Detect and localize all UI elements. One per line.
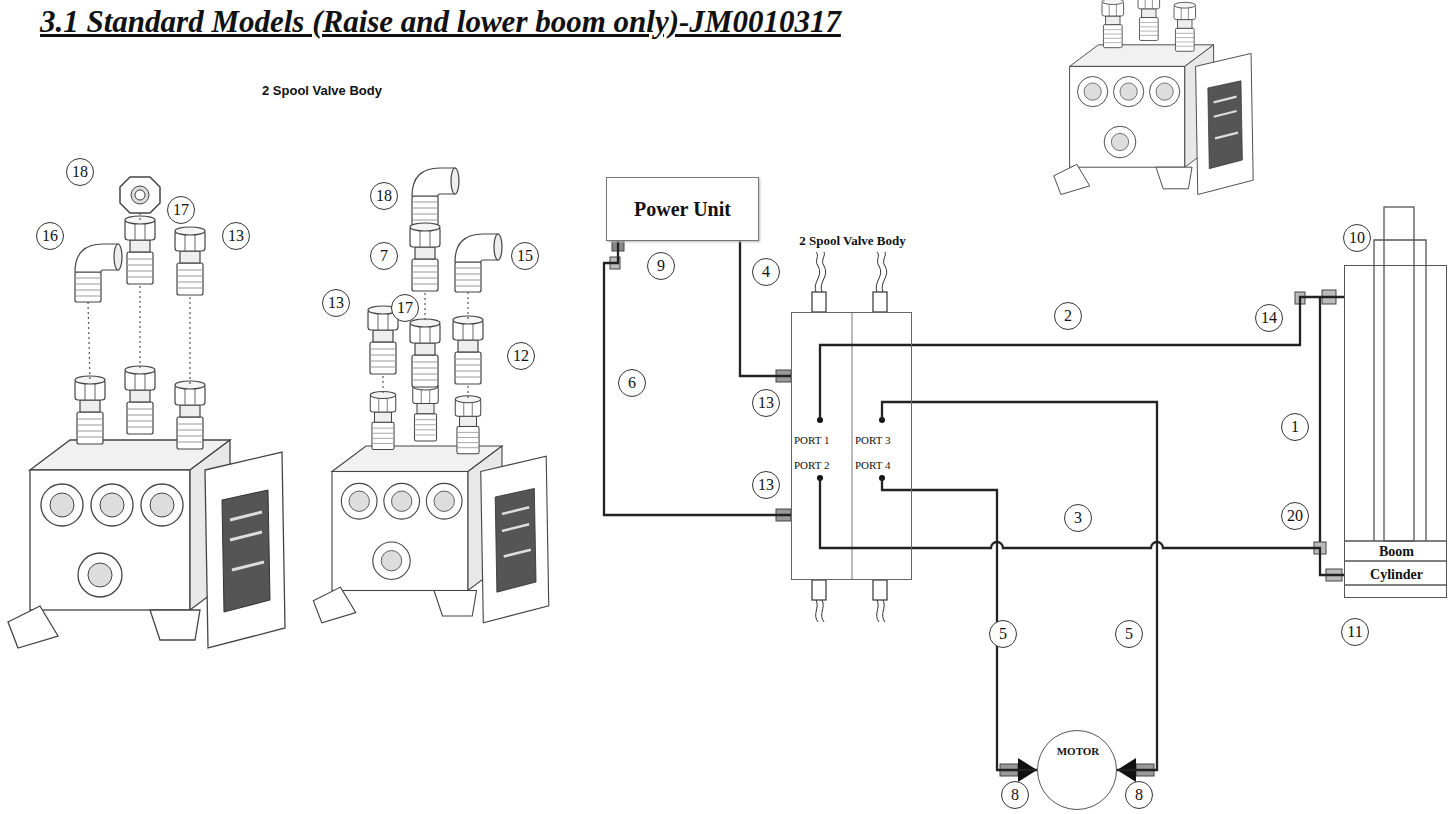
callout-number: 4 — [752, 258, 780, 286]
schematic-details-part — [1344, 541, 1447, 585]
schematic-details-part — [1384, 207, 1414, 541]
callout-number: 12 — [507, 342, 535, 370]
callout-number: 17 — [167, 196, 195, 224]
callout-number: 15 — [511, 242, 539, 270]
schematic-details-part — [1374, 240, 1426, 541]
boom-cylinder: BoomCylinder — [1344, 265, 1447, 598]
left-valve-illustration-part — [175, 227, 205, 295]
middle-valve-illustration-part — [410, 319, 440, 387]
hydraulic-line — [882, 402, 1157, 770]
callout-number: 13 — [752, 389, 780, 417]
middle-valve-illustration-part — [453, 316, 483, 384]
page-title: 3.1 Standard Models (Raise and lower boo… — [40, 4, 841, 40]
left-valve-illustration — [8, 177, 285, 648]
schematic-details — [610, 207, 1447, 782]
left-valve-illustration-part — [88, 213, 190, 385]
callout-number: 9 — [647, 252, 675, 280]
callout-number: 18 — [66, 158, 94, 186]
hydraulic-line — [740, 241, 791, 376]
node-label: Boom — [1379, 544, 1414, 560]
callout-number: 1 — [1281, 413, 1309, 441]
motor-circle: MOTOR — [1037, 730, 1117, 810]
middle-valve-illustration-part — [412, 168, 459, 226]
valve-body-box: 2 Spool Valve BodyPORT 1PORT 3PORT 2PORT… — [791, 312, 912, 580]
assembled-valve-illustration — [1054, 0, 1253, 195]
middle-valve-illustration-part — [313, 383, 548, 623]
node-label: PORT 2 — [794, 457, 830, 473]
schematic-details-part — [815, 252, 820, 292]
schematic-details-part — [883, 600, 885, 622]
node-label: PORT 1 — [794, 432, 830, 448]
schematic-details-part — [876, 252, 881, 292]
callout-number: 11 — [1341, 618, 1369, 646]
node-label: MOTOR — [1057, 743, 1100, 759]
hydraulic-line — [882, 478, 1037, 770]
power-unit-box: Power Unit — [606, 177, 759, 241]
schematic-details-part — [812, 292, 826, 312]
node-label: Cylinder — [1370, 567, 1423, 583]
callout-number: 2 — [1054, 302, 1082, 330]
left-valve-illustration-part — [120, 177, 160, 213]
hydraulic-line — [604, 241, 791, 515]
schematic-details-part — [822, 600, 824, 622]
middle-valve-illustration-part — [455, 234, 502, 292]
left-valve-illustration-part — [125, 216, 155, 284]
callout-number: 13 — [752, 471, 780, 499]
left-valve-illustration-part — [75, 244, 122, 302]
node-label: Power Unit — [634, 201, 731, 217]
callout-number: 13 — [222, 222, 250, 250]
callout-number: 8 — [1125, 781, 1153, 809]
callout-number: 10 — [1343, 224, 1371, 252]
middle-valve-illustration-part — [383, 292, 468, 399]
middle-valve-illustration-part — [410, 223, 440, 291]
schematic-details-part — [812, 580, 826, 600]
callout-number: 20 — [1281, 502, 1309, 530]
callout-number: 17 — [391, 294, 419, 322]
schematic-details-part — [882, 252, 887, 292]
hydraulic-line — [820, 478, 1344, 575]
node-label: PORT 3 — [855, 432, 891, 448]
schematic-details-part — [821, 252, 826, 292]
node-label: PORT 4 — [855, 457, 891, 473]
schematic-details-part — [852, 312, 853, 580]
callout-number: 7 — [370, 242, 398, 270]
schematic-details-part — [877, 600, 879, 622]
callout-number: 13 — [322, 289, 350, 317]
left-valve-illustration-part — [8, 366, 285, 648]
callout-number: 18 — [370, 182, 398, 210]
schematic-details-part — [873, 580, 887, 600]
figure-heading: 2 Spool Valve Body — [262, 83, 382, 98]
callout-number: 5 — [989, 620, 1017, 648]
schematic-details-part — [873, 292, 887, 312]
callout-number: 5 — [1115, 620, 1143, 648]
valve-heading: 2 Spool Valve Body — [799, 233, 906, 249]
callout-number: 14 — [1255, 304, 1283, 332]
callout-number: 8 — [1001, 781, 1029, 809]
schematic-details-part — [1319, 297, 1321, 548]
schematic-details-part — [816, 600, 818, 622]
callout-number: 3 — [1064, 504, 1092, 532]
callout-number: 6 — [618, 369, 646, 397]
callout-number: 16 — [36, 222, 64, 250]
middle-valve-illustration — [313, 168, 548, 623]
